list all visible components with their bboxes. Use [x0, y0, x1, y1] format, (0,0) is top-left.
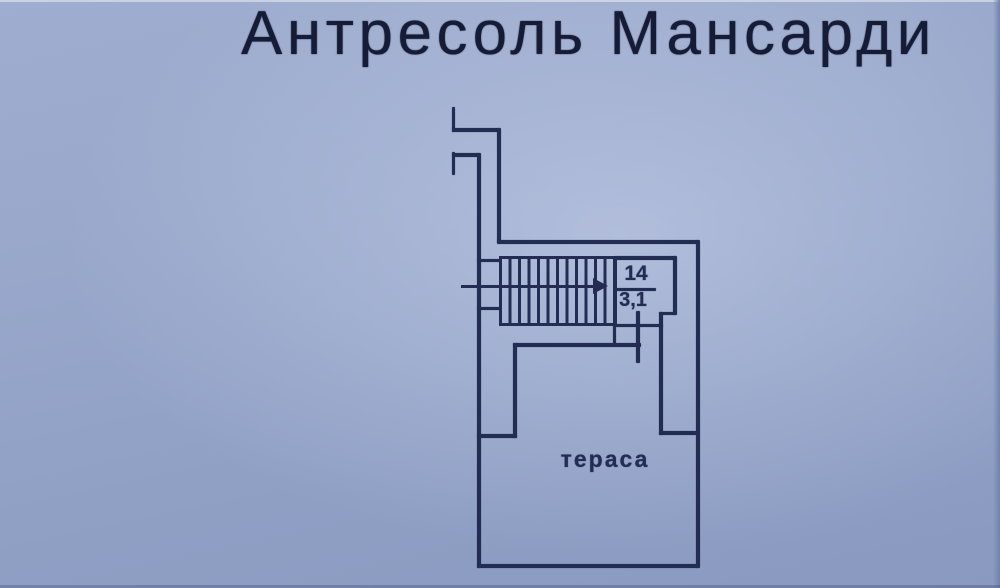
wall-inner-left — [513, 343, 517, 438]
room-area-label: 3,1 — [619, 289, 647, 311]
wall-top-notch — [452, 128, 500, 132]
photo-edge-top — [0, 0, 1000, 2]
wall-connector-upper — [477, 259, 501, 262]
wall-stair-right-extension — [613, 324, 616, 346]
wall-outer-bottom — [477, 564, 699, 568]
room-label-fraction-line — [616, 288, 656, 291]
room-number-label: 14 — [624, 262, 648, 285]
wall-left-step — [477, 434, 517, 438]
stair-direction-arrow-icon — [593, 278, 608, 294]
photo-edge-bottom — [0, 585, 1000, 588]
wall-outer-right — [696, 240, 700, 568]
wall-upper-left-vertical — [497, 128, 501, 243]
wall-room-top — [615, 256, 676, 260]
wall-connector-lower — [477, 307, 501, 310]
wall-room-step — [659, 312, 676, 315]
stair-direction-line — [461, 285, 595, 288]
wall-outer-left — [477, 153, 481, 568]
wall-room-right — [673, 256, 677, 315]
wall-right-step — [659, 431, 699, 435]
wall-inner-right — [659, 312, 663, 435]
page-title: Антресоль Мансарди — [241, 0, 936, 68]
terrace-label: тераса — [560, 446, 650, 472]
wall-stub-top — [452, 107, 455, 132]
photo-edge-right — [993, 0, 1000, 588]
wall-notch-lower — [452, 153, 480, 157]
wall-stub-lower — [452, 152, 455, 175]
wall-outer-top — [497, 240, 699, 244]
wall-vestibule-bottom — [513, 343, 641, 347]
door-opening-tick — [636, 311, 640, 363]
